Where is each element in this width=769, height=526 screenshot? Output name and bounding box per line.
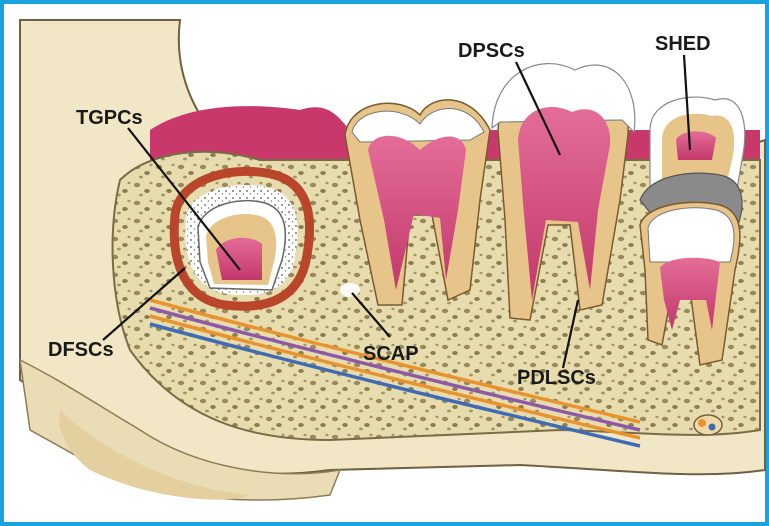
label-shed: SHED: [655, 33, 711, 55]
label-pdlscs: PDLSCs: [517, 367, 596, 389]
label-dpscs: DPSCs: [458, 40, 525, 62]
label-scap: SCAP: [363, 343, 419, 365]
label-dfscs: DFSCs: [48, 339, 114, 361]
label-tgpcs: TGPCs: [76, 107, 143, 129]
canal-cross-section: [694, 415, 722, 435]
